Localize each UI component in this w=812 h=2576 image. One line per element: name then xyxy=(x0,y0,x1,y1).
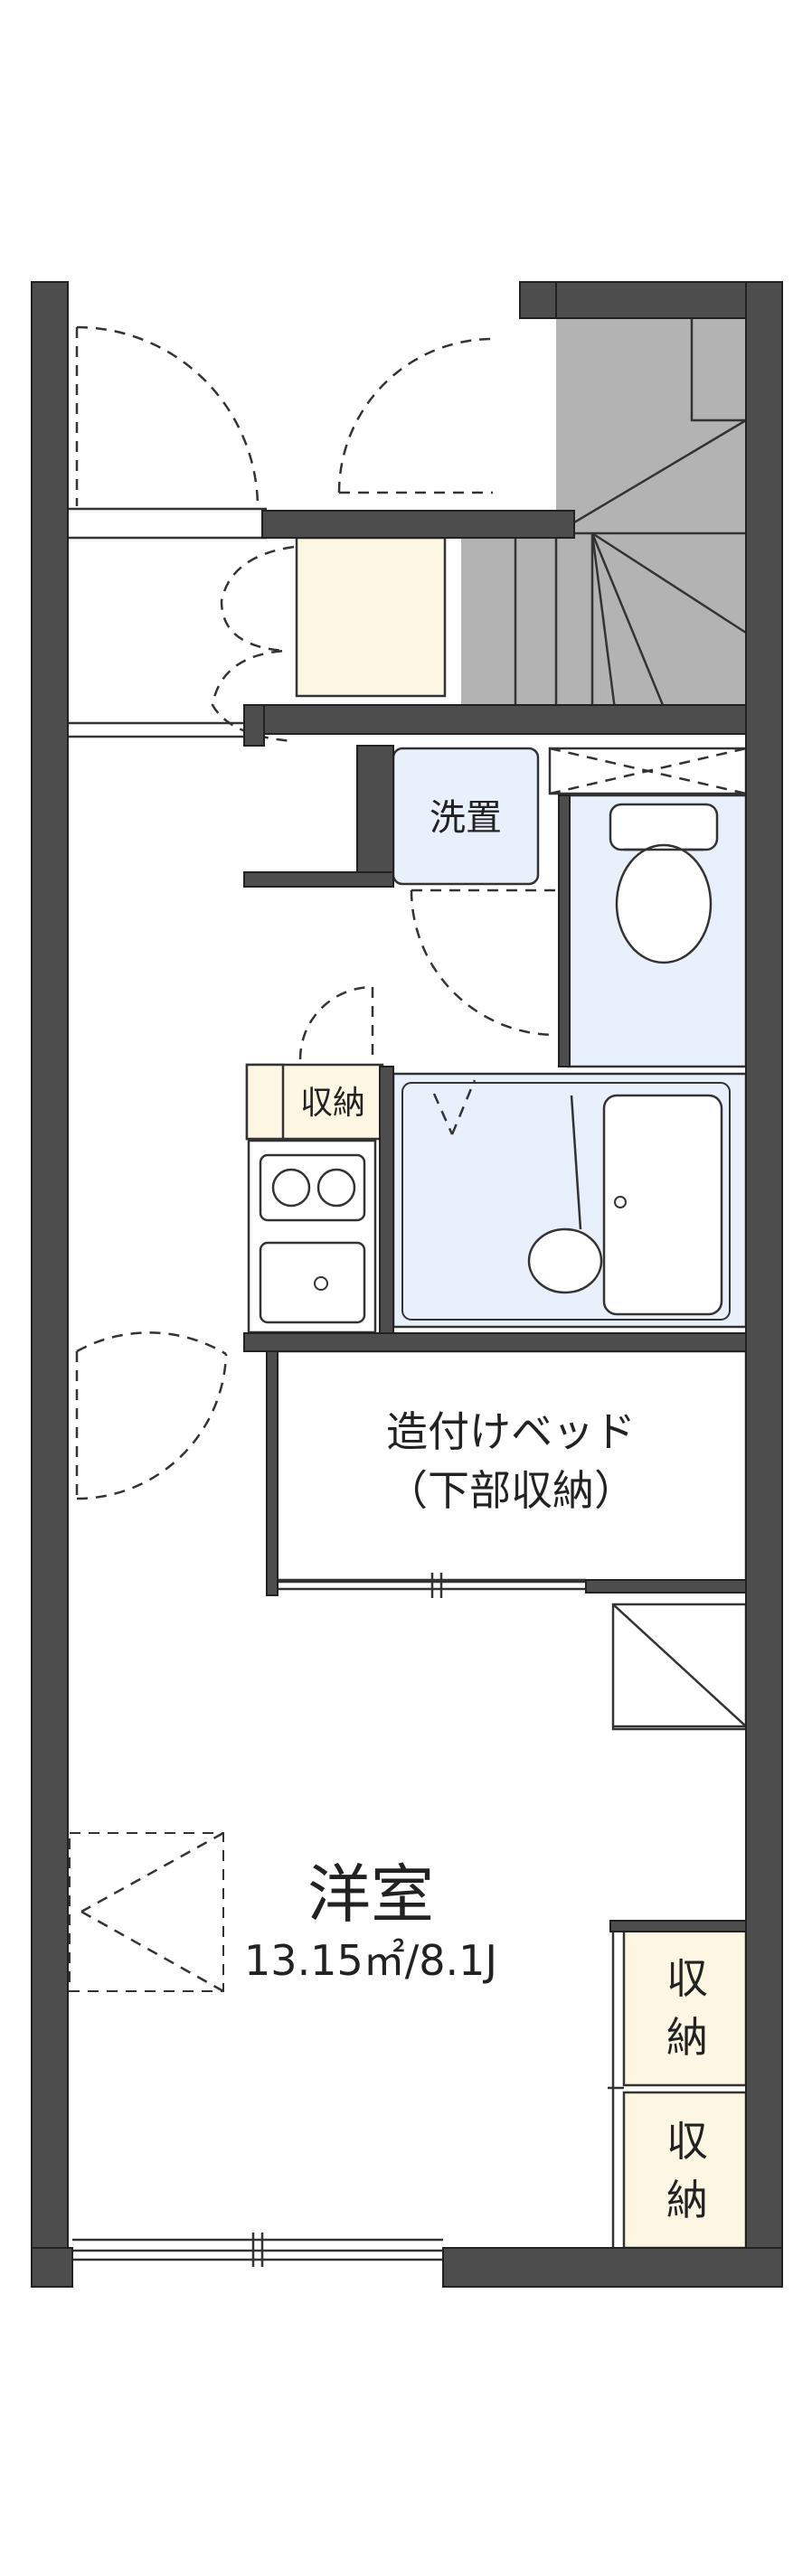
door-swings xyxy=(75,325,557,1500)
laundry-space: 洗置 xyxy=(392,747,540,886)
room-name-label: 洋室 xyxy=(307,1857,434,1932)
kitchen-storage: 収納 xyxy=(245,1063,384,1141)
closet-storage-1: 収 納 xyxy=(622,1928,748,2087)
closet-storage-2: 収 納 xyxy=(622,2091,748,2250)
floor-hatch xyxy=(69,1831,224,1993)
laundry-label: 洗置 xyxy=(430,797,502,839)
closet-2-label-2: 納 xyxy=(666,2176,708,2224)
toilet-room xyxy=(566,794,748,1068)
kitchen-storage-label: 収納 xyxy=(300,1085,365,1122)
kitchen-counter xyxy=(247,1139,377,1334)
bed-label-line1: 造付けベッド xyxy=(386,1407,636,1456)
staircase xyxy=(461,312,747,710)
toilet-shelf xyxy=(548,747,748,795)
bathroom xyxy=(392,1072,748,1329)
walls xyxy=(31,281,783,2288)
closet-upper xyxy=(611,1603,750,1731)
shoe-storage xyxy=(295,536,447,698)
closet-2-label-1: 収 xyxy=(666,2117,708,2166)
interior-lines xyxy=(68,507,624,2267)
closet-1-label-2: 納 xyxy=(666,2013,708,2062)
closet-1-label-1: 収 xyxy=(666,1954,708,2003)
bed-label-line2: （下部収納） xyxy=(386,1466,636,1515)
western-room: 洋室 13.15㎡/8.1J xyxy=(244,1857,497,1985)
built-in-bed: 造付けベッド （下部収納） xyxy=(274,1349,748,1584)
room-area-label: 13.15㎡/8.1J xyxy=(244,1936,497,1985)
